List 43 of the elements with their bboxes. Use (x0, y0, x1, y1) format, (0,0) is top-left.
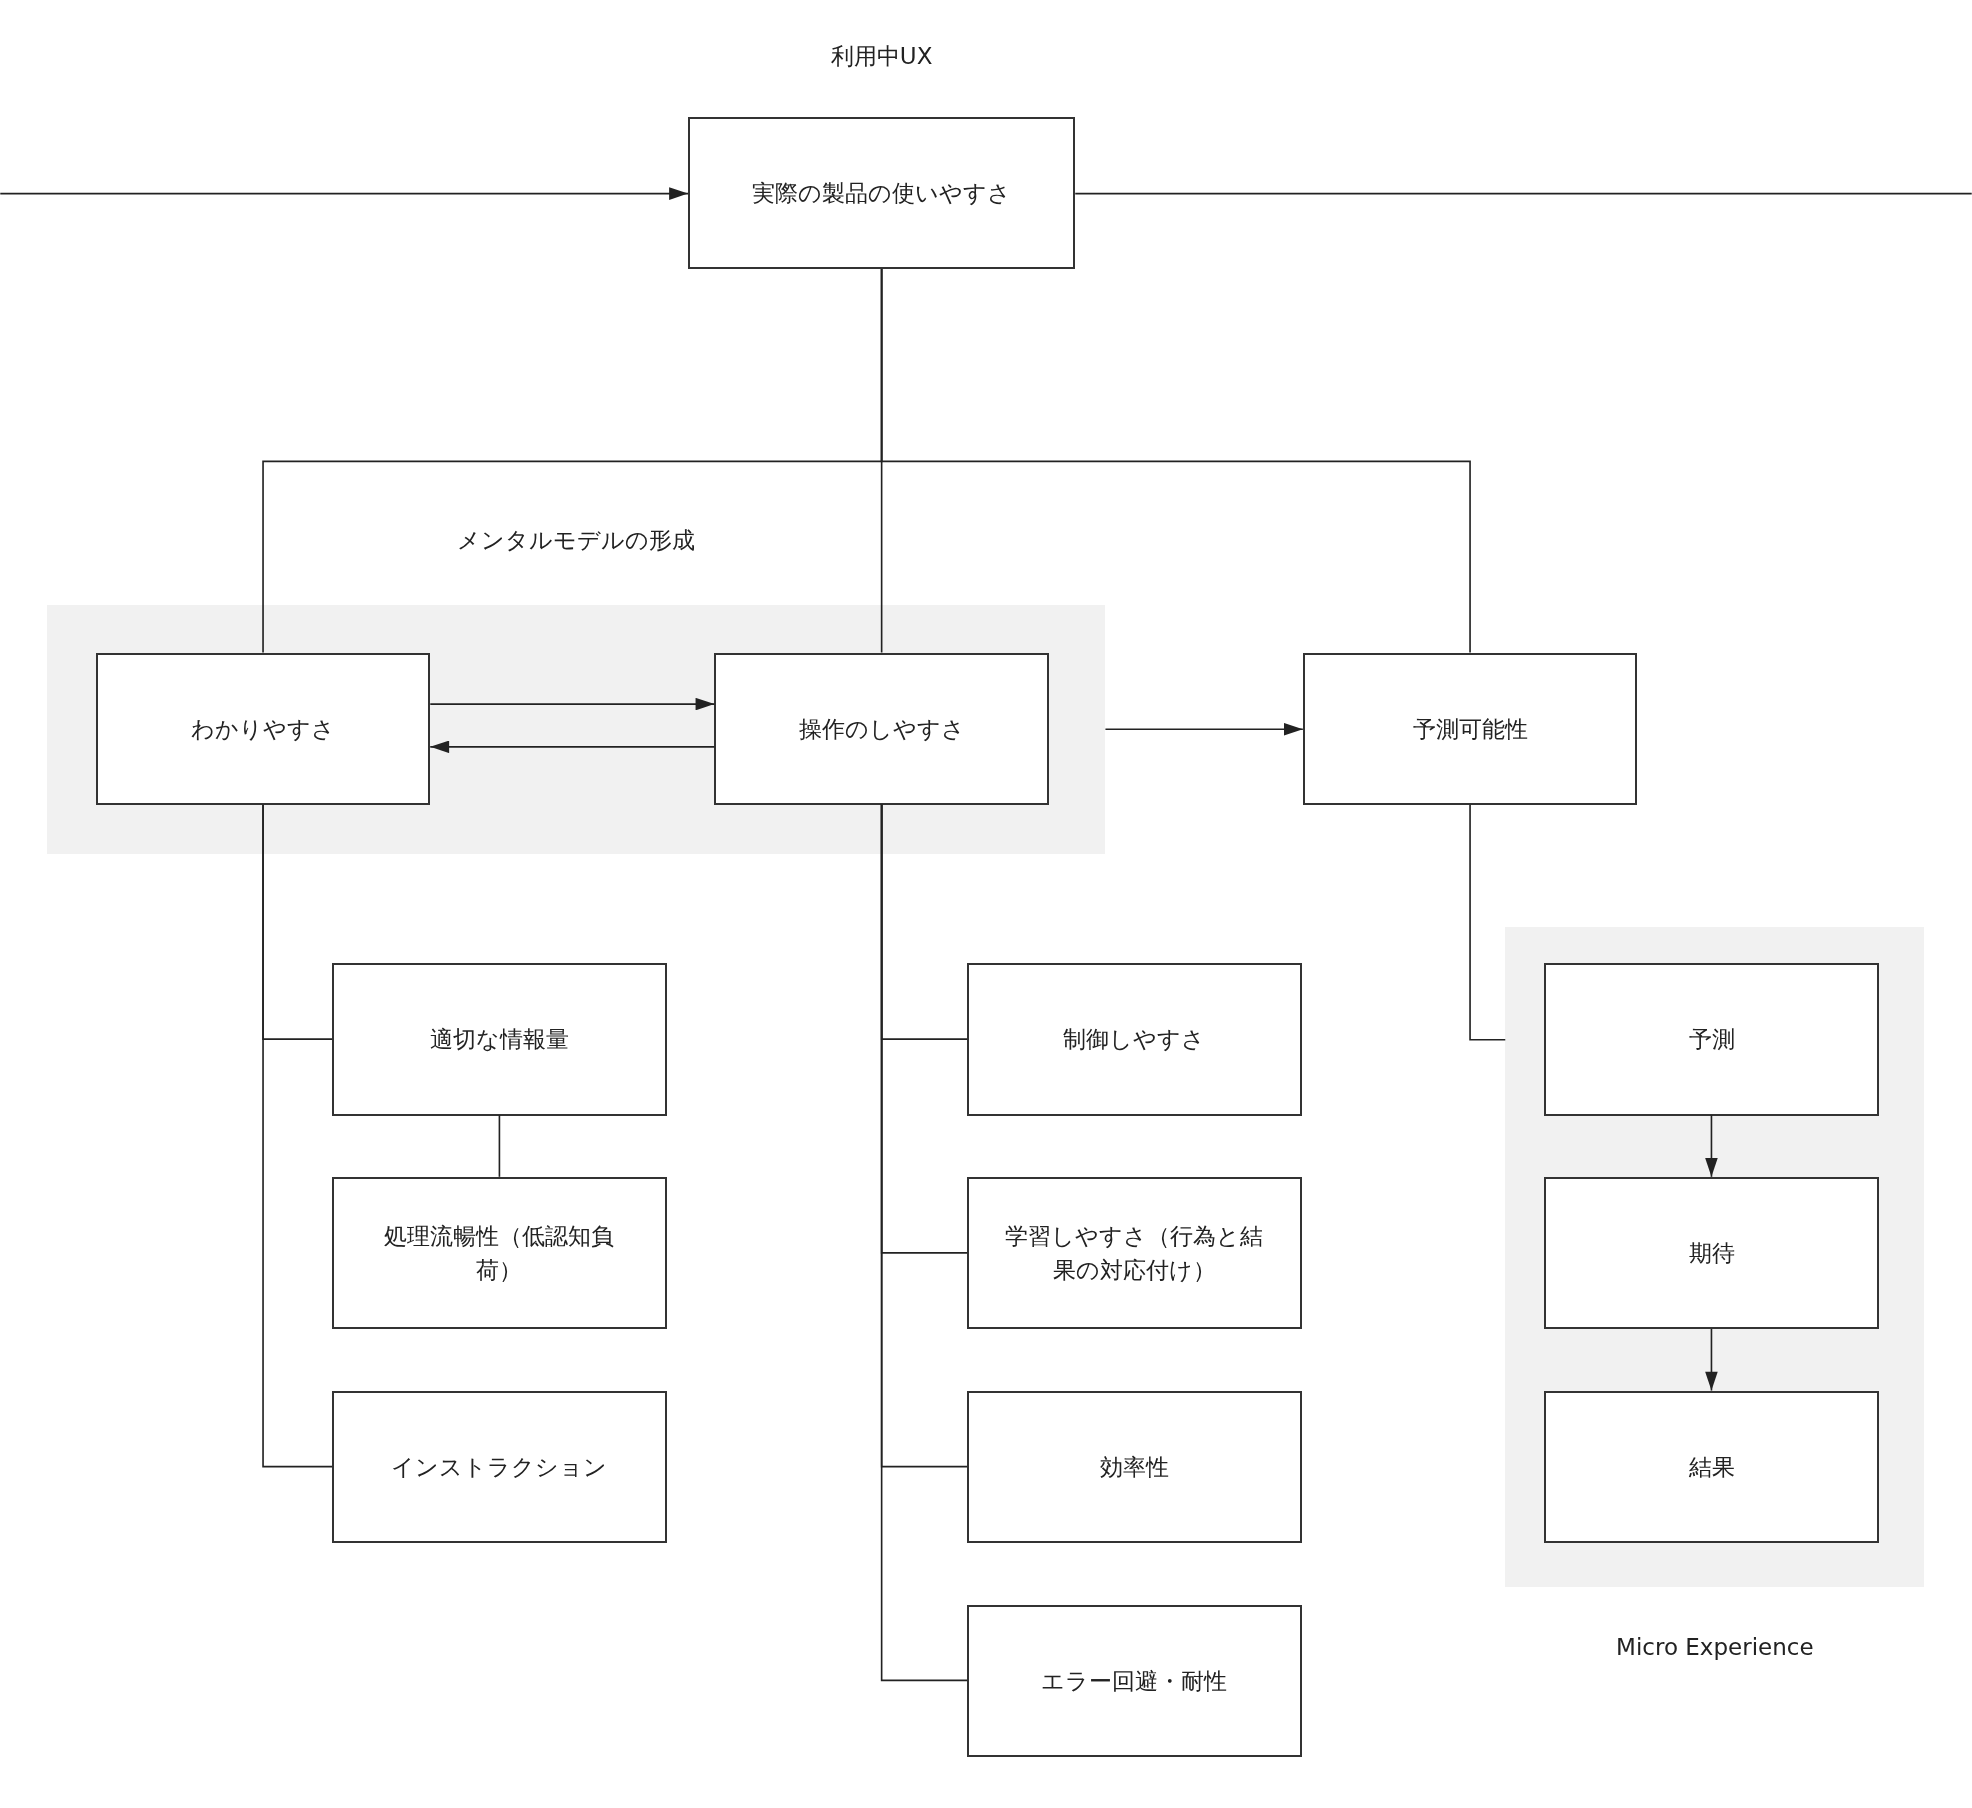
group-heading: Micro Experience (1615, 1632, 1815, 1662)
box-label: 結果 (1688, 1452, 1735, 1482)
process-box (95, 652, 431, 805)
box-label: 予測 (1688, 1025, 1735, 1055)
connector-line (1469, 803, 1507, 1041)
group-heading: メンタルモデルの形成 (456, 525, 696, 555)
arrow (1705, 1114, 1718, 1178)
process-box (332, 1390, 667, 1544)
process-box (967, 963, 1302, 1116)
connector-line (880, 268, 1471, 654)
heading-text: 利用中UX (829, 41, 934, 71)
box-label: 適切な情報量 (429, 1025, 569, 1055)
box-label: エラー回避・耐性 (1041, 1666, 1228, 1696)
box-label: 予測可能性 (1412, 714, 1528, 744)
process-box (1544, 963, 1879, 1116)
box-label: 学習しやすさ（行為と結果の対応付け） (1004, 1221, 1265, 1286)
process-box (332, 963, 667, 1116)
box-label: 制御しやすさ (1063, 1025, 1206, 1055)
arrow (1705, 1328, 1718, 1392)
process-box (714, 652, 1049, 805)
process-box (1302, 652, 1638, 805)
process-box (1544, 1177, 1879, 1330)
box-label: 期待 (1688, 1238, 1735, 1268)
connector-line (880, 803, 968, 1682)
box-label: 処理流暢性（低認知負荷） (383, 1221, 616, 1286)
box-label: わかりやすさ (190, 714, 335, 744)
box-label: 実際の製品の使いやすさ (752, 178, 1012, 208)
connector-line (1074, 192, 1972, 195)
arrow (1104, 722, 1304, 736)
process-box (1544, 1390, 1879, 1544)
process-box (332, 1177, 667, 1330)
process-box (687, 116, 1076, 270)
arrow (429, 697, 716, 711)
connector-line (498, 1114, 501, 1178)
box-label: 操作のしやすさ (798, 714, 965, 744)
process-box (967, 1177, 1302, 1330)
process-box (967, 1390, 1302, 1544)
box-label: インストラクション (391, 1452, 608, 1482)
arrow (429, 740, 716, 754)
arrow (0, 187, 689, 200)
connector-line (262, 803, 333, 1468)
process-box (967, 1604, 1302, 1757)
box-label: 効率性 (1099, 1452, 1169, 1482)
